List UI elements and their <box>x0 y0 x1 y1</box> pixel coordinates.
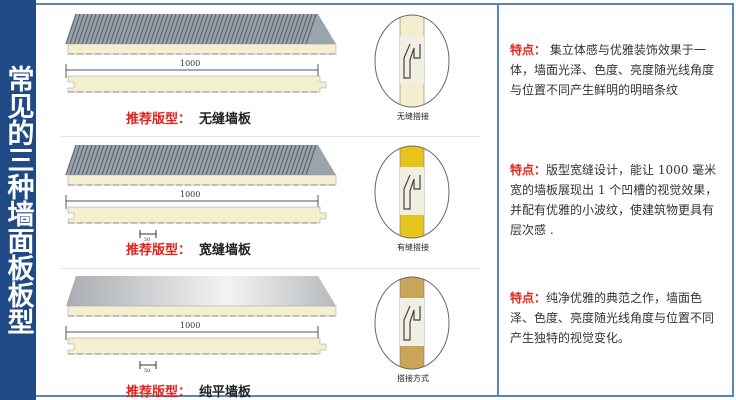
joint-caption: 搭接方式 <box>397 374 429 383</box>
panel-3d-view <box>65 13 337 55</box>
feature-body: 版型宽缝设计，能让 1000 毫米宽的墙板展现出 1 个凹槽的视觉效果，并配有优… <box>510 163 718 237</box>
label-value: 宽缝墙板 <box>199 243 252 258</box>
panel-row-2: 1000 50 推荐版型： 宽缝墙板 有缝搭接 <box>56 143 486 267</box>
content-frame <box>36 3 734 397</box>
gap-dimension-text: 50 <box>144 368 150 374</box>
panel-row-3: 1000 50 推荐版型： 纯平墙板 搭接方式 <box>56 274 486 400</box>
column-divider <box>497 3 499 397</box>
feature-body: 纯净优雅的典范之作，墙面色泽、色度、亮度随光线角度与位置不同产生独特的视觉变化。 <box>510 291 715 345</box>
recommended-type-label: 推荐版型： 宽缝墙板 <box>126 239 251 258</box>
panel-cross-section: 1000 50 <box>65 321 327 374</box>
feature-key: 特点： <box>510 291 547 305</box>
feature-body: 集立体感与优雅装饰效果于一体，墙面光泽、色度、亮度随光线角度与位置不同产生鲜明的… <box>510 43 715 97</box>
label-key: 推荐版型： <box>126 385 192 400</box>
label-key: 推荐版型： <box>126 243 192 258</box>
row-separator <box>60 136 480 137</box>
feature-text-2: 特点：版型宽缝设计，能让 1000 毫米宽的墙板展现出 1 个凹槽的视觉效果，并… <box>510 160 725 240</box>
panel-3d-view <box>66 276 337 317</box>
feature-key: 特点： <box>510 43 547 57</box>
label-key: 推荐版型： <box>126 112 192 127</box>
sidebar-title: 常见的三种墙面板板型 <box>2 65 34 335</box>
joint-detail-circle <box>374 276 450 370</box>
label-value: 纯平墙板 <box>199 385 252 400</box>
joint-detail-circle <box>374 14 450 108</box>
joint-detail-circle <box>374 145 450 239</box>
wall-panel-illustration: 1000 50 <box>65 276 337 374</box>
joint-caption: 有缝搭接 <box>397 243 429 252</box>
wall-panel-illustration: 1000 50 <box>65 144 337 243</box>
row-separator <box>60 268 480 269</box>
label-value: 无缝墙板 <box>199 112 252 127</box>
joint-caption: 无缝搭接 <box>397 112 429 121</box>
panel-row-1: 1000 推荐版型： 无缝墙板 无缝搭接 <box>56 12 486 136</box>
panel-cross-section: 1000 50 <box>65 190 327 243</box>
recommended-type-label: 推荐版型： 无缝墙板 <box>126 108 251 127</box>
width-dimension-text: 1000 <box>180 59 200 68</box>
gap-dimension-text: 50 <box>144 237 150 243</box>
sidebar-title-bar: 常见的三种墙面板板型 <box>0 0 36 400</box>
panel-3d-view <box>65 144 337 186</box>
width-dimension-text: 1000 <box>180 190 200 199</box>
feature-text-1: 特点： 集立体感与优雅装饰效果于一体，墙面光泽、色度、亮度随光线角度与位置不同产… <box>510 40 725 100</box>
feature-text-3: 特点：纯净优雅的典范之作，墙面色泽、色度、亮度随光线角度与位置不同产生独特的视觉… <box>510 288 725 348</box>
feature-key: 特点： <box>510 163 547 177</box>
panel-cross-section: 1000 <box>65 59 327 93</box>
wall-panel-illustration: 1000 <box>65 13 337 93</box>
recommended-type-label: 推荐版型： 纯平墙板 <box>126 381 251 400</box>
width-dimension-text: 1000 <box>180 321 200 330</box>
